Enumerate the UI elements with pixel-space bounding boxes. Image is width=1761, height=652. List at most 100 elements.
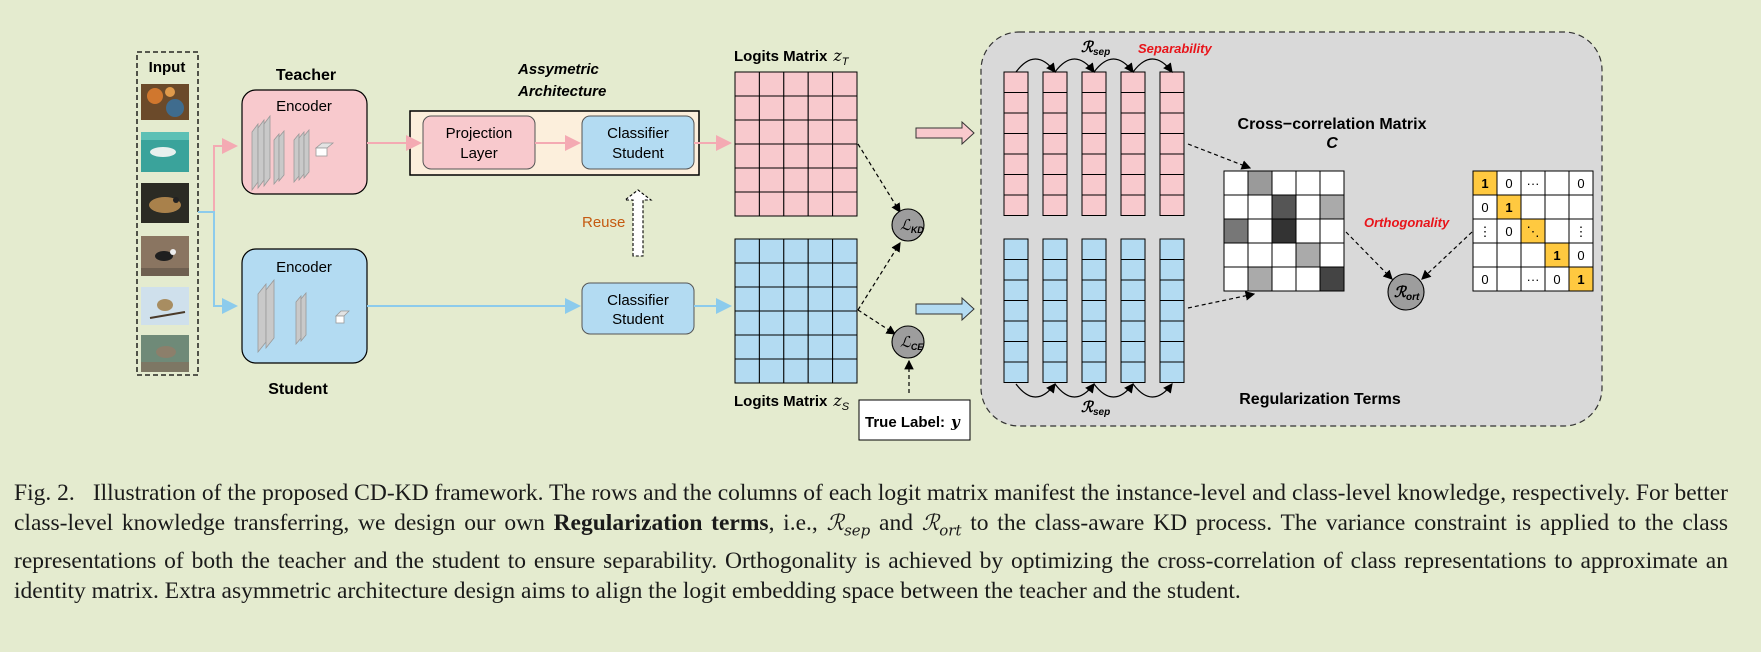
corr-cell — [1247, 170, 1273, 196]
logits-teacher-cell — [807, 119, 834, 145]
logits-teacher-cell — [832, 71, 858, 97]
logits-teacher-cell — [758, 71, 785, 97]
logits-teacher-cell — [734, 71, 760, 97]
identity-cell-value: ⋱ — [1527, 224, 1540, 239]
corr-cell — [1271, 266, 1297, 292]
corr-cell — [1223, 170, 1249, 196]
reg-sep-top: ℛsep — [1081, 39, 1110, 58]
class-column-student-cell — [1159, 300, 1185, 322]
logits-teacher-cell — [734, 167, 760, 193]
identity-cell-value: 0 — [1577, 176, 1584, 191]
logits-student-cell — [783, 262, 809, 288]
corr-cell — [1319, 242, 1345, 268]
caption-and: and — [870, 510, 922, 536]
identity-cell-value: ⋮ — [1479, 224, 1492, 239]
input-label: Input — [149, 59, 186, 76]
class-column-teacher-cell — [1120, 174, 1146, 196]
corr-cell — [1295, 194, 1321, 220]
class-column-student-cell — [1003, 320, 1029, 342]
logits-student-cell — [734, 238, 760, 264]
identity-to-ort-arrow — [1421, 231, 1473, 280]
logits-student-cell — [734, 310, 760, 336]
svg-text:ℒKD: ℒKD — [900, 217, 924, 235]
identity-cell — [1568, 194, 1594, 220]
logits-student-cell — [807, 310, 834, 336]
class-column-student-cell — [1120, 361, 1146, 383]
classifier-bottom-line2: Student — [612, 311, 665, 328]
caption-fig-label: Fig. 2. — [14, 480, 75, 506]
separability-arcs — [1015, 58, 1173, 398]
corr-cell — [1295, 266, 1321, 292]
corr-cell — [1319, 218, 1345, 244]
regularization-terms-label: Regularization Terms — [1239, 391, 1401, 408]
logits-student-cell — [807, 334, 834, 360]
teacher-encoder-layers-icon — [251, 114, 335, 192]
identity-cell — [1568, 170, 1594, 196]
corr-cell — [1295, 218, 1321, 244]
class-column-student-cell — [1003, 300, 1029, 322]
identity-cell-value: 0 — [1505, 176, 1512, 191]
class-column-teacher-cell — [1081, 71, 1107, 93]
svg-text:ℛort: ℛort — [1394, 284, 1420, 303]
class-column-teacher-cell — [1159, 112, 1185, 134]
logits-student-cell — [758, 358, 785, 384]
class-column-student-cell — [1042, 300, 1068, 322]
caption-reg-sep-symbol: ℛ — [826, 511, 845, 536]
input-image-6 — [141, 335, 189, 372]
logits-student-cell — [807, 358, 834, 384]
logits-student-cell — [734, 286, 760, 312]
logits-teacher-cell — [758, 95, 785, 121]
identity-cell — [1496, 194, 1522, 220]
logits-student-cell — [758, 262, 785, 288]
asym-title-line1: Assymetric — [517, 61, 600, 78]
student-to-corr-arrow — [1187, 291, 1256, 309]
corr-cell — [1295, 242, 1321, 268]
class-column-student-cell — [1042, 341, 1068, 363]
logits-teacher-cell — [832, 167, 858, 193]
identity-cell-value: 1 — [1481, 176, 1488, 191]
logits-teacher-cell — [807, 143, 834, 169]
class-column-student-cell — [1003, 361, 1029, 383]
identity-cell — [1472, 242, 1498, 268]
class-column-student-cell — [1081, 279, 1107, 301]
logits-student-cell — [734, 358, 760, 384]
identity-cell-value: 1 — [1505, 200, 1512, 215]
class-column-teacher-cell — [1159, 71, 1185, 93]
class-column-student-cell — [1081, 238, 1107, 260]
class-column-student-cell — [1003, 238, 1029, 260]
logits-matrix-teacher — [734, 71, 858, 217]
identity-cell — [1520, 218, 1546, 244]
class-column-student-cell — [1042, 320, 1068, 342]
class-column-teacher-cell — [1081, 112, 1107, 134]
input-column: Input — [136, 51, 199, 376]
separability-arc-top — [1015, 58, 1056, 73]
identity-cell — [1496, 242, 1522, 268]
logits-teacher-cell — [734, 119, 760, 145]
teacher-to-kd-arrow — [857, 143, 901, 214]
corr-cell — [1319, 194, 1345, 220]
class-column-teacher-cell — [1042, 112, 1068, 134]
student-into-panel-arrow — [915, 296, 975, 322]
class-column-teacher-cell — [1042, 174, 1068, 196]
logits-teacher-cell — [734, 191, 760, 217]
cross-corr-title: Cross−correlation Matrix — [1238, 116, 1427, 133]
logits-student-cell — [832, 238, 858, 264]
class-column-student-cell — [1042, 259, 1068, 281]
student-encoder: Encoder — [241, 248, 368, 364]
student-label: Student — [268, 381, 328, 398]
identity-cell — [1520, 266, 1546, 292]
class-column-student-cell — [1081, 300, 1107, 322]
projection-layer-line2: Layer — [460, 145, 498, 162]
class-column-student-cell — [1120, 300, 1146, 322]
reg-ort-node: ℛort — [1387, 273, 1425, 311]
logits-student-cell — [758, 310, 785, 336]
class-column-teacher-cell — [1120, 133, 1146, 155]
class-column-teacher-cell — [1120, 92, 1146, 114]
class-column-student-cell — [1003, 259, 1029, 281]
logits-teacher-cell — [832, 95, 858, 121]
logits-student-cell — [783, 334, 809, 360]
logits-student-cell — [734, 334, 760, 360]
input-image-5 — [141, 287, 189, 325]
